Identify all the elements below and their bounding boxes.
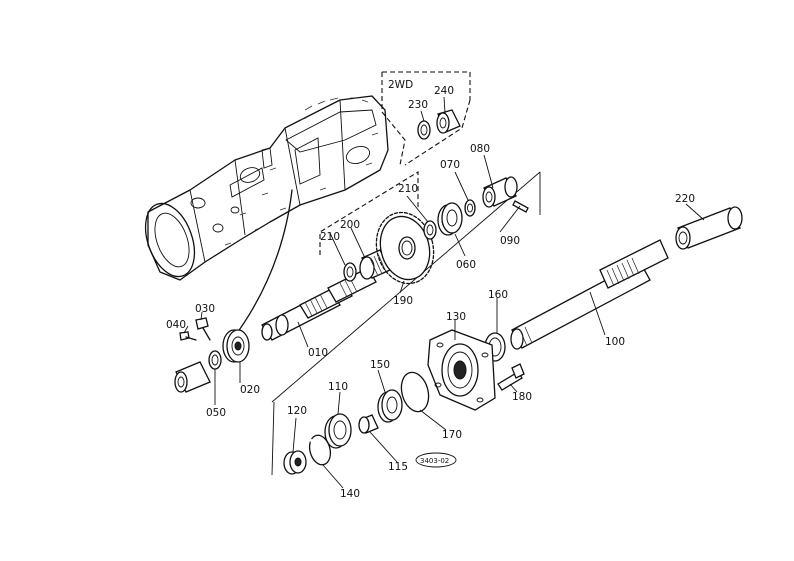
part-140-snap-ring (308, 434, 332, 466)
part-040-grease-fitting (179, 331, 197, 341)
housing-leader-line (231, 189, 293, 341)
label-070: 070 (440, 159, 460, 171)
part-180-bolt (497, 363, 525, 391)
label-170: 170 (442, 429, 462, 441)
drawing-stamp: 3403-02 (415, 452, 457, 468)
label-040: 040 (166, 319, 186, 331)
label-210b: 210 (398, 183, 418, 195)
label-020: 020 (240, 384, 260, 396)
label-160: 160 (488, 289, 508, 301)
label-100: 100 (605, 336, 625, 348)
label-050: 050 (206, 407, 226, 419)
leader-lines (183, 96, 705, 489)
part-240-bushing (436, 109, 461, 134)
label-180: 180 (512, 391, 532, 403)
label-140: 140 (340, 488, 360, 500)
label-060: 060 (456, 259, 476, 271)
transmission-housing (144, 95, 389, 281)
part-120-nut (283, 450, 307, 475)
label-110: 110 (328, 381, 348, 393)
part-210a-collar (343, 262, 357, 282)
part-labels: 230 240 210 200 190 210 070 080 090 060 … (166, 85, 695, 500)
label-150: 150 (370, 359, 390, 371)
gear-option-box (319, 171, 419, 255)
label-010: 010 (308, 347, 328, 359)
part-070-snap-ring (464, 199, 476, 217)
part-030-bolt (195, 317, 211, 341)
part-100-shaft (510, 239, 669, 350)
label-200: 200 (340, 219, 360, 231)
2wd-label: 2WD (388, 79, 413, 91)
part-060-bearing (437, 202, 463, 236)
part-010-shaft (261, 267, 377, 341)
assembly-frame-lines (271, 171, 541, 476)
part-230-washer (417, 120, 431, 140)
part-130-flange-housing (427, 329, 496, 411)
label-240: 240 (434, 85, 454, 97)
part-190-gear (375, 211, 435, 285)
label-090: 090 (500, 235, 520, 247)
label-080: 080 (470, 143, 490, 155)
part-210b-collar (423, 220, 437, 240)
label-130: 130 (446, 311, 466, 323)
part-170-o-ring (400, 371, 430, 413)
part-220-sleeve (675, 206, 743, 250)
part-110-bearing (324, 413, 352, 449)
label-030: 030 (195, 303, 215, 315)
label-190: 190 (393, 295, 413, 307)
part-050-sleeve (174, 350, 222, 393)
label-230: 230 (408, 99, 428, 111)
stamp-text: 3403-02 (420, 457, 449, 465)
part-115-spacer (358, 414, 379, 434)
part-020-bearing (222, 329, 250, 363)
part-090-pin (512, 200, 529, 213)
label-115: 115 (388, 461, 408, 473)
2wd-option-box (381, 71, 471, 166)
label-220: 220 (675, 193, 695, 205)
label-210a: 210 (320, 231, 340, 243)
part-150-bearing (377, 389, 403, 423)
label-120: 120 (287, 405, 307, 417)
part-080-coupling (482, 176, 518, 208)
